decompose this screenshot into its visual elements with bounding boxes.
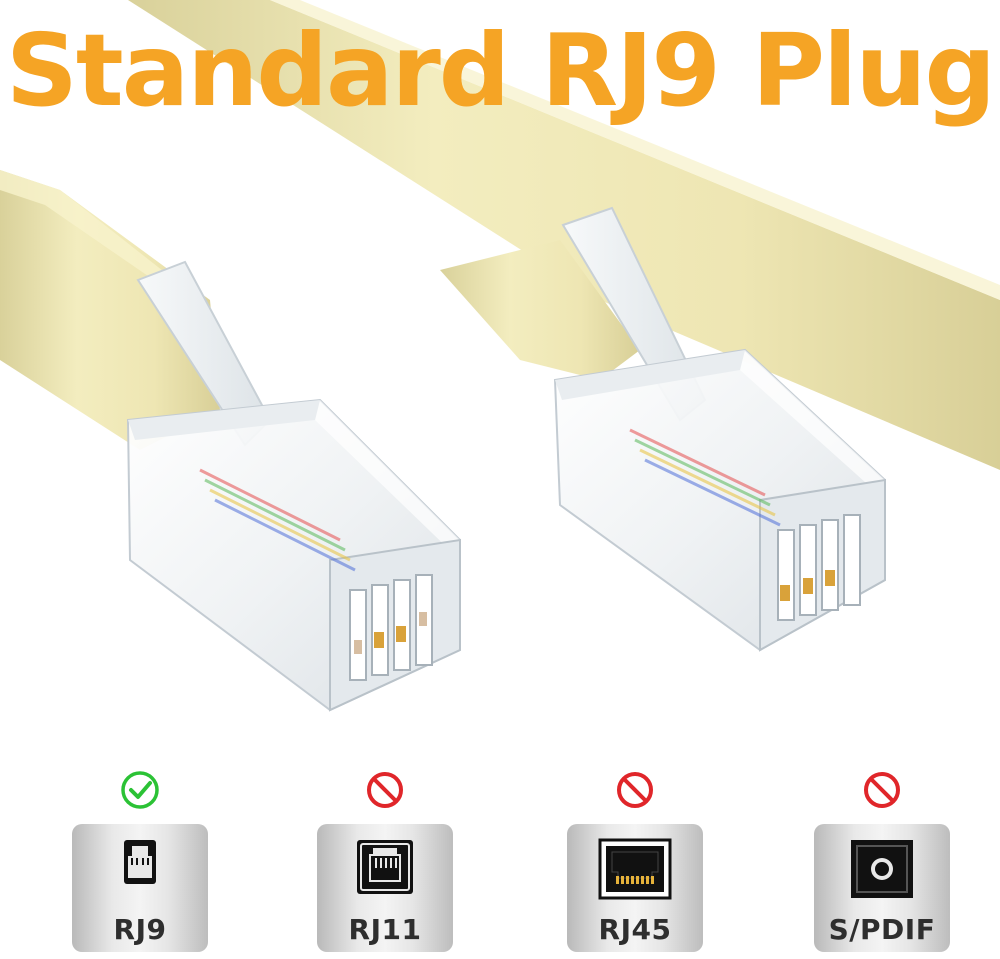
cable-back: [128, 0, 1000, 470]
rj11-port-icon: [357, 840, 413, 894]
prohibited-icon: [864, 772, 900, 808]
prohibited-icon: [367, 772, 403, 808]
plug-right: [553, 206, 886, 652]
compatibility-row: RJ9 RJ11: [0, 770, 1000, 955]
port-label-spdif: S/PDIF: [828, 913, 936, 946]
rj9-port-icon: [124, 840, 156, 884]
spdif-port-icon: [851, 840, 913, 898]
port-label-rj45: RJ45: [598, 913, 672, 946]
page-title: Standard RJ9 Plug: [5, 12, 996, 129]
plug-left: [126, 260, 461, 712]
prohibited-icon: [617, 772, 653, 808]
port-card: S/PDIF: [814, 824, 950, 952]
compat-item-spdif: S/PDIF: [812, 770, 952, 955]
compat-item-rj11: RJ11: [315, 770, 455, 955]
compat-item-rj45: RJ45: [565, 770, 705, 955]
cable-right: [440, 240, 640, 380]
port-label-rj9: RJ9: [113, 913, 167, 946]
port-card: RJ11: [317, 824, 453, 952]
compat-item-rj9: RJ9: [70, 770, 210, 955]
cable-left: [0, 170, 220, 450]
port-card: RJ9: [72, 824, 208, 952]
rj45-port-icon: [598, 838, 672, 900]
port-label-rj11: RJ11: [348, 913, 422, 946]
port-card: RJ45: [567, 824, 703, 952]
check-circle-icon: [121, 771, 159, 809]
